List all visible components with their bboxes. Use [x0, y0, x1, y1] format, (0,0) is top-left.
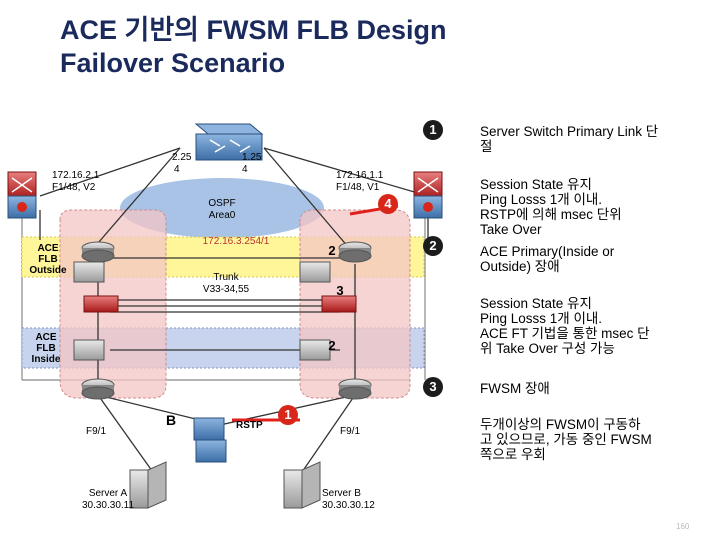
server-icon	[129, 461, 167, 509]
router-icon	[81, 241, 115, 263]
rstp-label: RSTP	[236, 420, 263, 431]
title-line2: Failover Scenario	[60, 48, 286, 78]
slide-title: ACE 기반의 FWSM FLB Design Failover Scenari…	[60, 14, 447, 80]
trunk-vlans-label: V33-34,55	[202, 284, 250, 295]
right-port-label: F9/1	[340, 426, 361, 437]
marker-red-1: 1	[278, 405, 298, 425]
right-switch-ip: 172.16.1.1	[336, 170, 384, 181]
server-b-name: Server B	[322, 488, 361, 499]
core-port-left: 2.25	[172, 152, 192, 163]
firewall-icon	[413, 171, 443, 219]
core-switch-icon	[194, 123, 264, 161]
router-icon	[338, 378, 372, 400]
step-badge-2: 2	[423, 236, 443, 256]
marker-outside-2: 2	[328, 243, 336, 258]
core-port-left2: 4	[174, 164, 180, 175]
title-line1: ACE 기반의 FWSM FLB Design	[60, 15, 447, 45]
b-label: B	[166, 412, 177, 428]
left-port-label: F9/1	[86, 426, 107, 437]
router-icon	[81, 378, 115, 400]
panel-item-1: Server Switch Primary Link 단 절	[480, 124, 659, 154]
marker-red-4: 4	[378, 194, 398, 214]
marker-inside-2: 2	[328, 338, 336, 353]
area-label: Area0	[208, 210, 236, 221]
core-port-right2: 4	[242, 164, 248, 175]
panel-item-3: Session State 유지 Ping Losss 1개 이내. ACE F…	[480, 296, 650, 356]
ace-flb-inside-label: ACE FLB Inside	[31, 332, 61, 365]
panel-item-5: 두개이상의 FWSM이 구동하 고 있으므로, 가동 중인 FWSM 쪽으로 우…	[480, 417, 652, 462]
server-a-ip: 30.30.30.11	[81, 500, 135, 511]
step-badge-1: 1	[423, 120, 443, 140]
ospf-cloud	[120, 178, 324, 238]
server-b-ip: 30.30.30.12	[322, 500, 375, 511]
panel-item-2b: ACE Primary(Inside or Outside) 장애	[480, 244, 615, 274]
panel-item-2: Session State 유지 Ping Losss 1개 이내. RSTP에…	[480, 177, 622, 237]
ace-flb-outside-label: ACE FLB Outside	[29, 243, 67, 276]
left-switch-port: F1/48, V2	[52, 182, 96, 193]
router-icon	[338, 241, 372, 263]
trunk-label: Trunk	[213, 272, 239, 283]
server-icon	[283, 461, 321, 509]
page-number: 160	[676, 522, 690, 531]
core-port-right: 1.25	[242, 152, 262, 163]
right-switch-port: F1/48, V1	[336, 182, 380, 193]
ospf-label: OSPF	[208, 198, 236, 209]
server-a-name: Server A	[88, 488, 128, 499]
firewall-icon	[7, 171, 37, 219]
ace-module-icon	[73, 261, 331, 361]
step-badge-3: 3	[423, 377, 443, 397]
panel-item-4: FWSM 장애	[480, 381, 550, 396]
switch-icon	[193, 417, 227, 463]
fwsm-icon	[83, 295, 357, 313]
left-switch-ip: 172.16.2.1	[52, 170, 100, 181]
marker-trunk-3: 3	[336, 283, 344, 298]
vlan-subnet-label: 172.16.3.254/1	[202, 236, 270, 247]
